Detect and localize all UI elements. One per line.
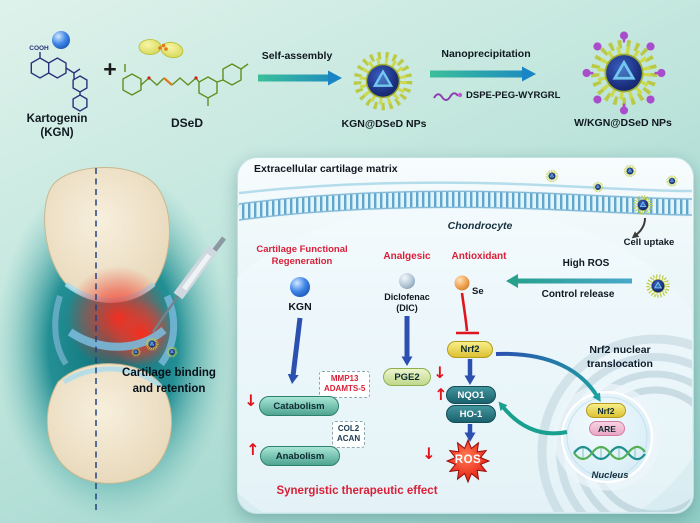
ros-label: ROS (454, 454, 482, 466)
kgn-label: KGN (288, 301, 312, 313)
nanoprecipitation-label: Nanoprecipitation (441, 48, 531, 60)
nucleus-nrf2-pill: Nrf2 (586, 403, 626, 418)
knee-illustration (0, 167, 231, 523)
cooh-label: COOH (29, 45, 49, 52)
diclofenac-label-line1: Diclofenac (384, 292, 430, 302)
ros-star (445, 438, 491, 484)
kgn-molecule-sphere (52, 31, 70, 49)
kartogenin-label-line2: (KGN) (40, 127, 74, 139)
nrf2-pill: Nrf2 (447, 341, 493, 358)
control-release-label: Control release (541, 289, 615, 300)
chondrocyte-label: Chondrocyte (447, 220, 513, 232)
dsed-label: DSeD (170, 116, 204, 130)
kgn-np-label: KGN@DSeD NPs (341, 118, 427, 130)
nqo1-increase-icon: ↑ (434, 385, 448, 404)
col2-marker-box: COL2 ACAN (332, 421, 366, 448)
mmp13-label: MMP13 (330, 374, 359, 383)
peptide-label: DSPE-PEG-WYRGRL (466, 90, 561, 101)
translocation-arrow (495, 351, 601, 402)
anabolism-increase-icon: ↑ (246, 440, 260, 459)
self-assembly-label: Self-assembly (261, 50, 333, 62)
peg-squiggle-icon (433, 92, 463, 101)
are-pill: ARE (589, 421, 625, 436)
wkgn-nanoparticle (583, 32, 666, 115)
dna-helix-icon (573, 445, 646, 461)
cell-uptake-arrow (631, 217, 646, 239)
acan-label: ACAN (337, 434, 361, 444)
pge2-decrease-icon: ↓ (433, 363, 447, 382)
nucleus-label: Nucleus (591, 470, 629, 481)
antioxidant-title: Antioxidant (451, 251, 507, 262)
se-label: Se (472, 286, 484, 297)
adamts5-label: ADAMTS-5 (324, 384, 366, 394)
expression-arrow (498, 401, 568, 436)
translocation-label-line1: Nrf2 nuclear (589, 344, 651, 356)
diclofenac-label-line2: (DIC) (396, 303, 418, 313)
ecm-label: Extracellular cartilage matrix (254, 163, 398, 175)
analgesic-title: Analgesic (383, 251, 431, 262)
syringe-icon (152, 236, 226, 333)
catabolism-pill: Catabolism (259, 396, 339, 416)
wkgn-np-label: W/KGN@DSeD NPs (574, 117, 672, 129)
kgn-sphere (290, 277, 310, 297)
se-sphere (454, 275, 470, 291)
kgn-structure: COOH (29, 31, 88, 112)
kgn-effect-arrow (287, 317, 303, 384)
cell-uptake-label: Cell uptake (623, 237, 675, 248)
joint-caption-line1: Cartilage binding (122, 367, 216, 379)
anabolism-pill: Anabolism (260, 446, 340, 466)
high-ros-label: High ROS (562, 258, 610, 269)
col2-label: COL2 (337, 424, 360, 433)
plus-sign: + (103, 56, 117, 82)
diclofenac-sphere (399, 273, 415, 289)
kartogenin-label-line1: Kartogenin (26, 113, 88, 125)
mmp-marker-box: MMP13 ADAMTS-5 (319, 371, 371, 398)
regeneration-title-line1: Cartilage Functional (256, 244, 348, 255)
regeneration-title-line2: Regeneration (271, 256, 333, 267)
translocation-label-line2: translocation (587, 358, 653, 370)
synergy-label: Synergistic therapeutic effect (276, 485, 438, 497)
ros-decrease-icon: ↓ (422, 444, 436, 463)
panel-art (237, 164, 692, 512)
dsed-structure (122, 39, 249, 106)
joint-caption-line2: and retention (132, 383, 206, 395)
catabolism-decrease-icon: ↓ (244, 391, 258, 410)
se-inhibition-line (456, 292, 479, 335)
pge2-pill: PGE2 (383, 368, 431, 386)
kgn-nanoparticle (358, 56, 409, 107)
ho1-pill: HO-1 (446, 405, 496, 423)
nqo1-pill: NQO1 (446, 386, 496, 404)
